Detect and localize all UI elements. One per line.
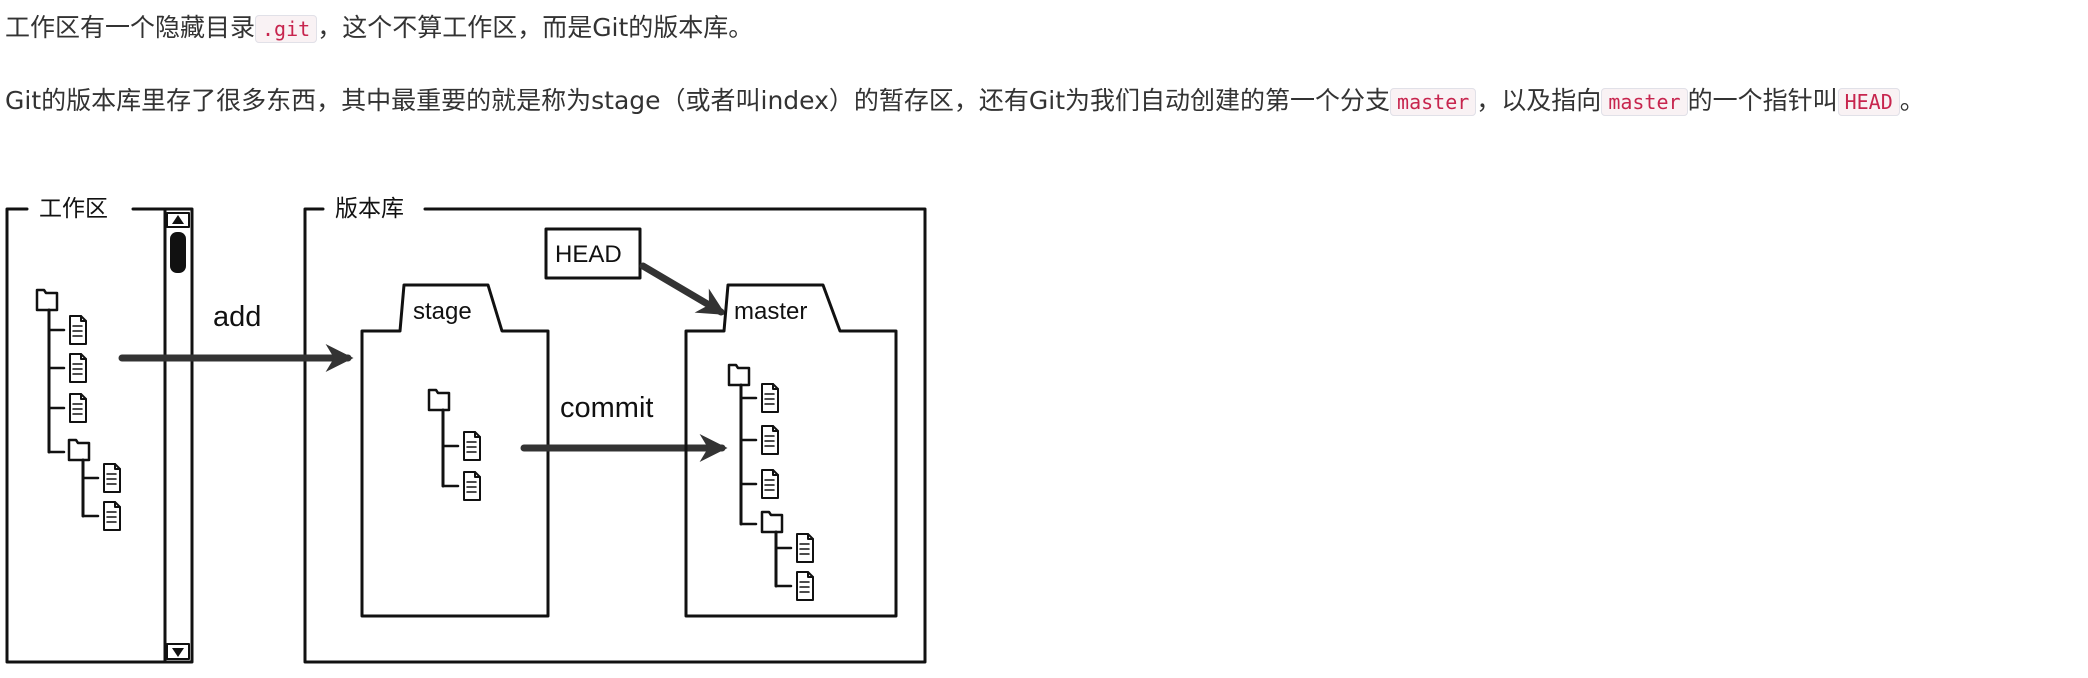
commit-label: commit	[560, 392, 653, 424]
stage-area: stage	[360, 283, 550, 618]
paragraph2-text-1: Git的版本库里存了很多东西，其中最重要的就是称为stage（或者叫index）…	[5, 86, 1391, 115]
stage-label: stage	[413, 298, 472, 325]
working-area-box: 工作区	[5, 196, 194, 664]
repository-box: 版本库	[303, 196, 927, 664]
paragraph2-text-2: ，以及指向	[1476, 86, 1602, 115]
code-git: .git	[255, 15, 318, 43]
paragraph2-text-3: 的一个指针叫	[1687, 86, 1838, 115]
working-area-scrollbar[interactable]	[163, 207, 190, 664]
master-file-tree	[727, 363, 814, 601]
paragraph2-text-4: 。	[1899, 86, 1925, 115]
paragraph-repository: Git的版本库里存了很多东西，其中最重要的就是称为stage（或者叫index）…	[5, 80, 2068, 123]
code-master-2: master	[1601, 88, 1688, 116]
code-head: HEAD	[1837, 88, 1900, 116]
working-file-tree	[35, 288, 121, 531]
head-label: HEAD	[555, 241, 622, 268]
commit-arrow: commit	[520, 392, 728, 462]
repository-label: 版本库	[335, 196, 404, 222]
working-area-label: 工作区	[39, 196, 108, 222]
add-label: add	[213, 301, 261, 333]
git-structure-diagram: 工作区	[5, 196, 927, 664]
scrollbar-thumb[interactable]	[170, 232, 186, 273]
head-pointer: HEAD	[544, 227, 726, 316]
code-master-1: master	[1390, 88, 1477, 116]
add-arrow: add	[118, 301, 354, 372]
master-label: master	[734, 298, 807, 325]
paragraph-working-dir: 工作区有一个隐藏目录.git，这个不算工作区，而是Git的版本库。	[5, 7, 2068, 50]
paragraph1-text-1: 工作区有一个隐藏目录	[5, 13, 256, 42]
paragraph1-text-2: ，这个不算工作区，而是Git的版本库。	[317, 13, 754, 42]
master-branch: master	[684, 283, 898, 618]
stage-file-tree	[427, 388, 481, 501]
